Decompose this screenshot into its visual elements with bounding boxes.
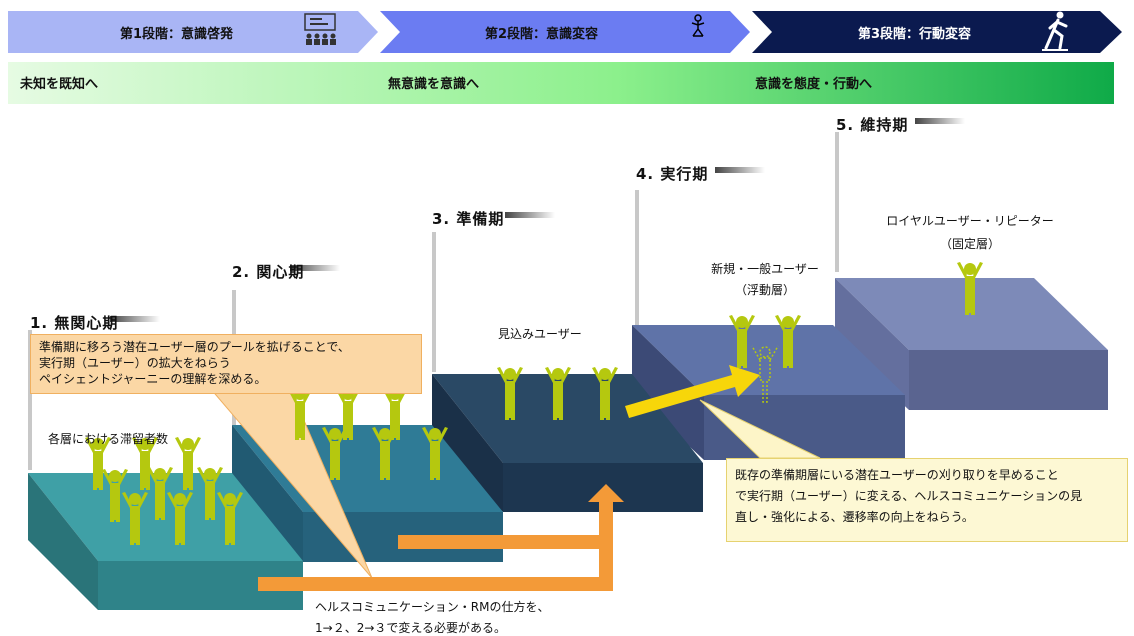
new-user-label: 新規・一般ユーザー （浮動層） [700,260,830,298]
prospect-label: 見込みユーザー [498,327,582,341]
bottom-line-2: 1→２、2→３で変える必要がある。 [315,621,507,635]
goal-band [8,62,1114,104]
callout-right-line-1: 既存の準備期層にいる潜在ユーザーの刈り取りを早めること [735,468,1059,482]
callout-left-line-2: 実行期（ユーザー）の拡大をねらう [39,356,231,370]
callout-right-line-2: で実行期（ユーザー）に変える、ヘルスコミュニケーションの見 [735,489,1083,503]
goal-3: 意識を態度・行動へ [755,77,873,92]
loyal-label: ロイヤルユーザー・リピーター （固定層） [880,212,1060,252]
stage-chevron-3 [752,11,1122,53]
loyal-line-1: ロイヤルユーザー・リピーター [886,214,1054,228]
stage-chevron-2 [380,11,750,53]
step-title-2: 2. 関心期 [232,263,305,281]
stage-label-2: 第2段階：意識変容 [485,27,599,42]
new-user-line-1: 新規・一般ユーザー [711,262,819,276]
new-user-line-2: （浮動層） [734,283,795,297]
step-title-4: 4. 実行期 [636,165,709,183]
person-icon [691,14,705,37]
goal-1: 未知を既知へ [20,77,99,92]
bottom-note: ヘルスコミュニケーション・RMの仕方を、 1→２、2→３で変える必要がある。 [315,598,605,636]
stage-label-3: 第3段階：行動変容 [858,27,972,42]
audience-icon [304,13,336,45]
runner-icon [1042,11,1068,51]
callout-left-line-3: ペイシェントジャーニーの理解を深める。 [39,372,267,386]
stage-label-1: 第1段階：意識啓発 [120,27,234,42]
orange-arrow-2-to-3 [398,535,599,549]
callout-right: 既存の準備期層にいる潜在ユーザーの刈り取りを早めること で実行期（ユーザー）に変… [726,458,1128,542]
orange-arrow-1-to-3 [258,484,624,591]
stay-count-label: 各層における滞留者数 [48,432,169,446]
callout-right-line-3: 直し・強化による、遷移率の向上をねらう。 [735,510,974,524]
step-title-3: 3. 準備期 [432,210,505,228]
callout-left-line-1: 準備期に移ろう潜在ユーザー層のプールを拡げることで、 [39,340,350,354]
stage-chevron-1 [8,11,378,53]
yellow-arrow-3-to-4 [625,365,760,418]
step-title-5: 5. 維持期 [836,116,909,134]
goal-2: 無意識を意識へ [388,77,480,92]
bottom-line-1: ヘルスコミュニケーション・RMの仕方を、 [315,600,550,614]
callout-left: 準備期に移ろう潜在ユーザー層のプールを拡げることで、 実行期（ユーザー）の拡大を… [30,334,422,394]
step-title-1: 1. 無関心期 [30,314,119,332]
loyal-line-2: （固定層） [939,237,1000,251]
